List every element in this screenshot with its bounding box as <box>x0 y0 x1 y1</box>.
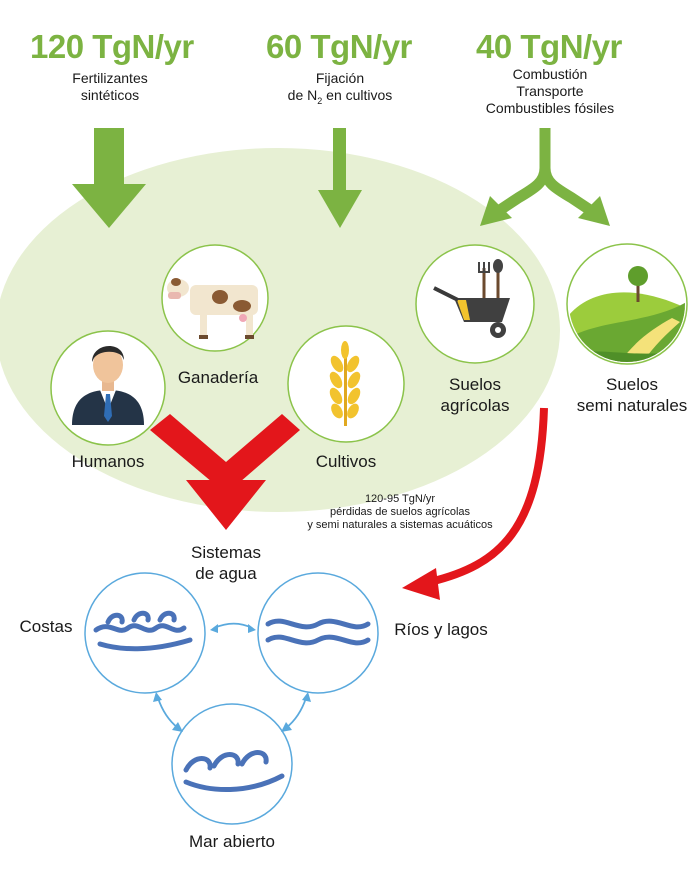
green-arrow-fixation <box>318 128 362 228</box>
source-amount-combustion: 40 TgN/yr <box>476 28 622 65</box>
label-line: semi naturales <box>576 396 688 415</box>
cow-icon <box>167 278 258 339</box>
red-arrow-losses <box>402 407 548 600</box>
red-arrow-humans-crops <box>150 414 300 530</box>
suelos-semi-label: Suelos semi naturales <box>572 374 692 416</box>
source-label-line: de N2 en cultivos <box>287 87 393 106</box>
source-label-line: Combustibles fósiles <box>485 100 615 116</box>
water-cycle-arrows <box>153 622 311 732</box>
label-line: de agua <box>195 564 257 583</box>
label-line: Suelos <box>606 375 658 394</box>
source-label-fertilizers: Fertilizantes sintéticos <box>60 70 160 104</box>
source-label-line: Fijación <box>315 70 365 86</box>
humanos-label: Humanos <box>71 452 145 471</box>
rios-label: Ríos y lagos <box>394 620 488 639</box>
note-line: pérdidas de suelos agrícolas <box>329 506 471 518</box>
cultivos-label: Cultivos <box>315 452 377 471</box>
mar-circle <box>171 703 293 825</box>
label-line: Sistemas <box>191 543 261 562</box>
source-label-line: Fertilizantes <box>72 70 148 86</box>
note-line: 120-95 TgN/yr <box>364 493 436 505</box>
losses-note: 120-95 TgN/yr pérdidas de suelos agrícol… <box>300 493 500 532</box>
label-line: agrícolas <box>440 396 510 415</box>
source-label-line: Transporte <box>516 83 584 99</box>
source-label-fixation: Fijación de N2 en cultivos <box>280 70 400 110</box>
source-label-line: Combustión <box>512 66 588 82</box>
source-label-combustion: Combustión Transporte Combustibles fósil… <box>480 66 620 117</box>
source-amount-fertilizers: 120 TgN/yr <box>30 28 194 65</box>
coast-wave-icon <box>93 610 193 652</box>
landscape-icon <box>569 266 685 362</box>
wheat-icon <box>329 341 361 426</box>
wheelbarrow-icon <box>433 259 510 338</box>
ganaderia-label: Ganadería <box>177 368 259 387</box>
green-arrow-fertilizers <box>72 128 146 228</box>
costas-circle <box>84 572 206 694</box>
river-wave-icon <box>265 618 371 646</box>
rios-circle <box>257 572 379 694</box>
note-line: y semi naturales a sistemas acuáticos <box>307 519 493 531</box>
source-label-line: sintéticos <box>80 87 140 103</box>
suelos-agricolas-label: Suelos agrícolas <box>425 374 525 416</box>
source-amount-fixation: 60 TgN/yr <box>266 28 412 65</box>
sea-wave-icon <box>183 750 285 793</box>
mar-label: Mar abierto <box>189 832 275 851</box>
label-line: Suelos <box>449 375 501 394</box>
costas-label: Costas <box>19 617 73 636</box>
green-arrow-combustion <box>480 128 610 226</box>
person-icon <box>72 345 144 425</box>
water-systems-title: Sistemas de agua <box>176 542 276 584</box>
